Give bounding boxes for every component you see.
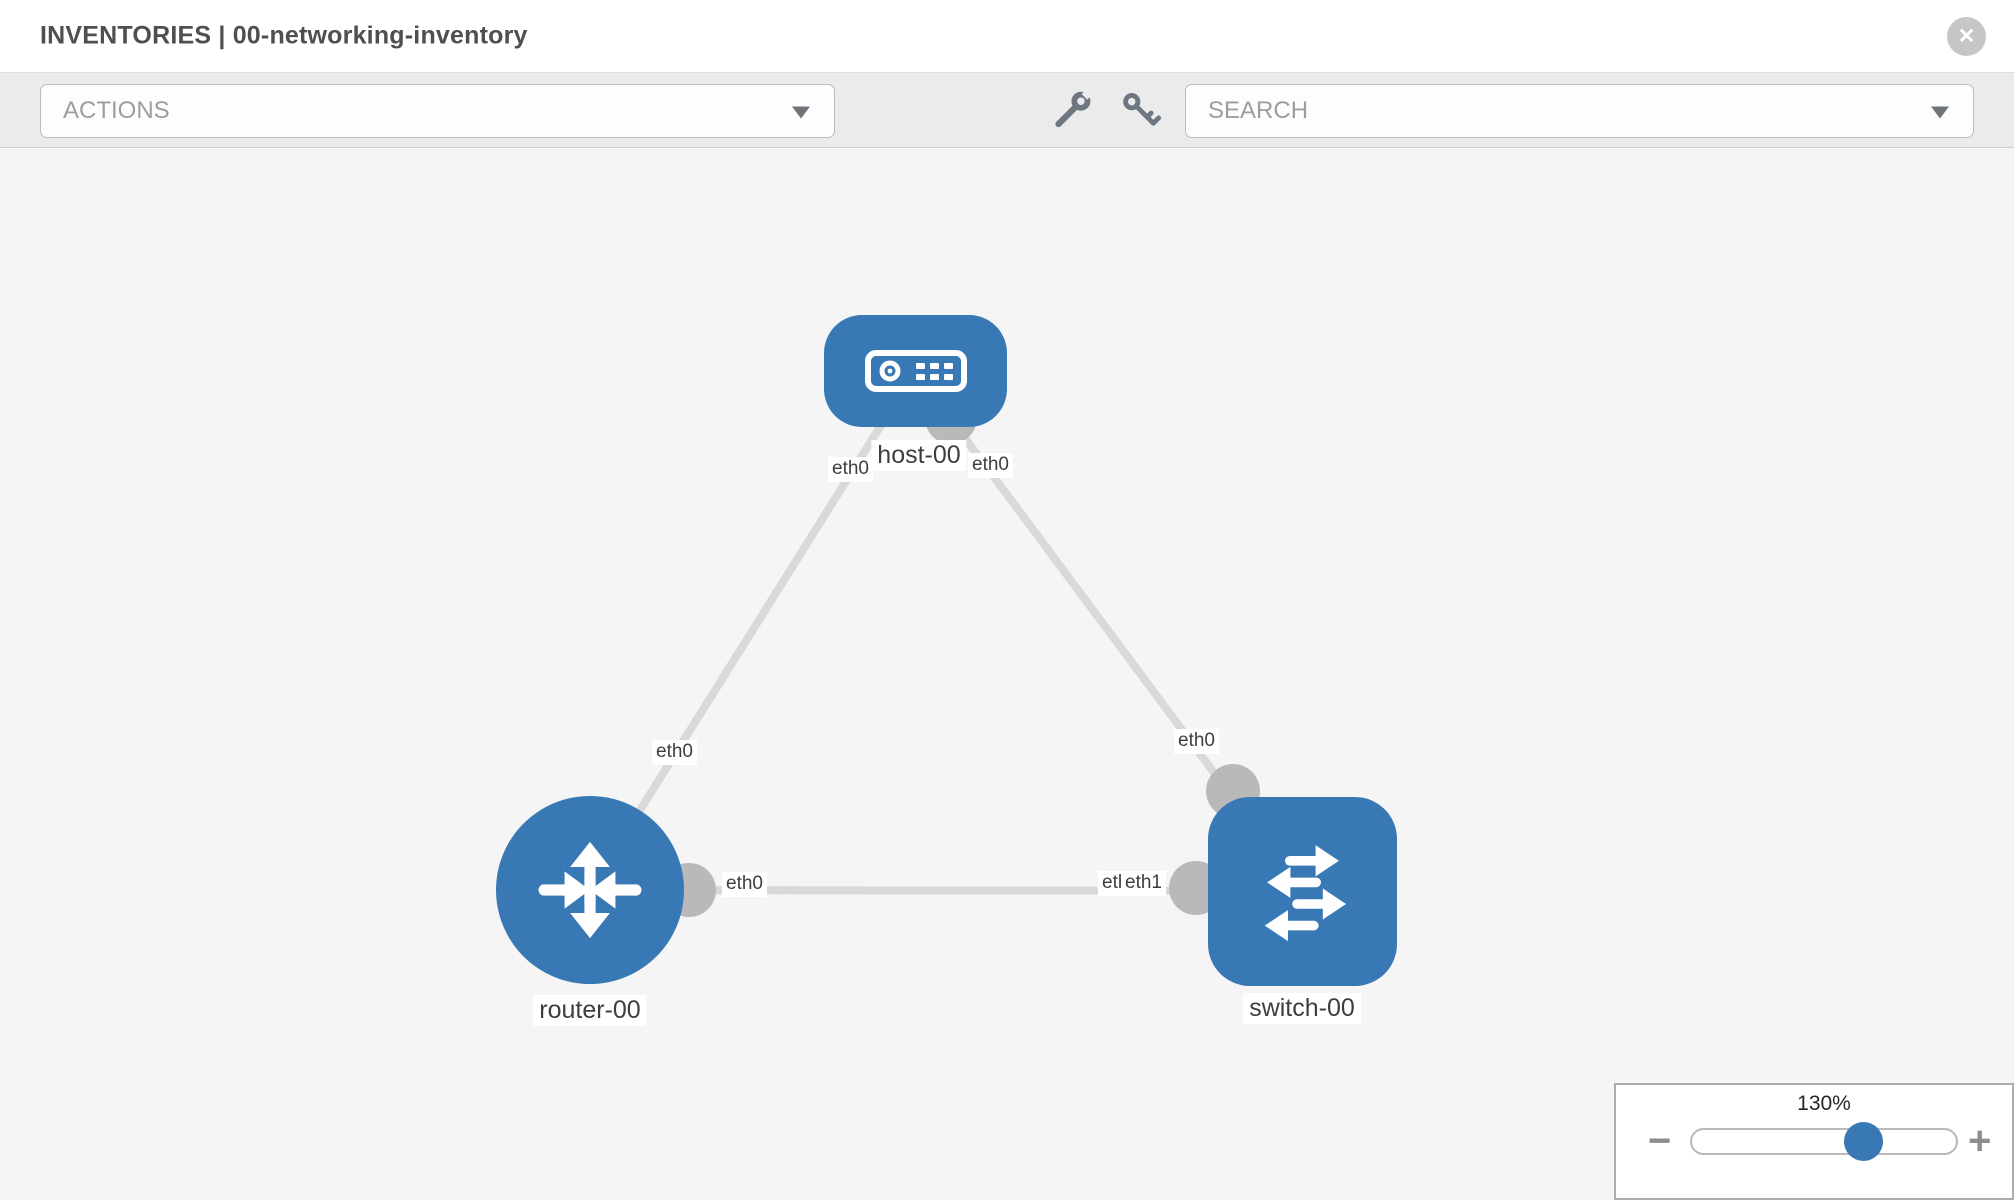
links-layer xyxy=(586,368,1306,917)
close-button[interactable]: ✕ xyxy=(1947,17,1986,56)
close-icon: ✕ xyxy=(1957,25,1976,48)
interface-label-link-left: eth0 xyxy=(652,740,697,765)
node-host-00[interactable] xyxy=(824,315,1007,427)
host-icon xyxy=(864,350,967,392)
node-router-00[interactable] xyxy=(496,796,684,984)
actions-dropdown[interactable]: ACTIONS xyxy=(40,84,835,138)
interface-label-link-right: eth0 xyxy=(1174,729,1219,754)
zoom-level: 130% xyxy=(1797,1092,1851,1115)
key-icon xyxy=(1123,92,1162,126)
node-label-router-00: router-00 xyxy=(533,995,647,1026)
caret-down-icon xyxy=(792,106,810,119)
interface-label-switch-side-eth1: eth1 xyxy=(1121,871,1166,896)
topology-canvas[interactable]: eth0 eth0 eth0 eth0 eth0 eth0 eth1 host-… xyxy=(0,148,2014,1200)
actions-dropdown-label: ACTIONS xyxy=(63,97,170,124)
credentials-button[interactable] xyxy=(1117,87,1165,135)
zoom-panel: 130% − + xyxy=(1614,1083,2014,1200)
configure-button[interactable] xyxy=(1049,84,1097,135)
node-label-switch-00: switch-00 xyxy=(1243,993,1361,1024)
zoom-out-button[interactable]: − xyxy=(1648,1119,1672,1163)
search-dropdown[interactable]: SEARCH xyxy=(1185,84,1974,138)
interface-label-host-right: eth0 xyxy=(968,453,1013,478)
search-dropdown-label: SEARCH xyxy=(1208,97,1309,124)
node-label-host-00: host-00 xyxy=(871,440,967,471)
zoom-slider-thumb[interactable] xyxy=(1844,1122,1883,1161)
interface-label-router-side: eth0 xyxy=(722,872,767,897)
router-icon xyxy=(538,841,642,939)
node-switch-00[interactable] xyxy=(1208,797,1397,986)
switch-icon xyxy=(1264,844,1346,941)
interface-label-host-left: eth0 xyxy=(828,457,873,482)
caret-down-icon xyxy=(1931,106,1949,119)
toolbar: ACTIONS SEARCH xyxy=(0,73,2014,148)
zoom-slider-track[interactable] xyxy=(1690,1122,1958,1161)
wrench-icon xyxy=(1055,84,1097,127)
page-title: INVENTORIES | 00-networking-inventory xyxy=(40,21,528,50)
header: INVENTORIES | 00-networking-inventory ✕ xyxy=(0,0,2014,73)
zoom-in-button[interactable]: + xyxy=(1968,1119,1992,1163)
